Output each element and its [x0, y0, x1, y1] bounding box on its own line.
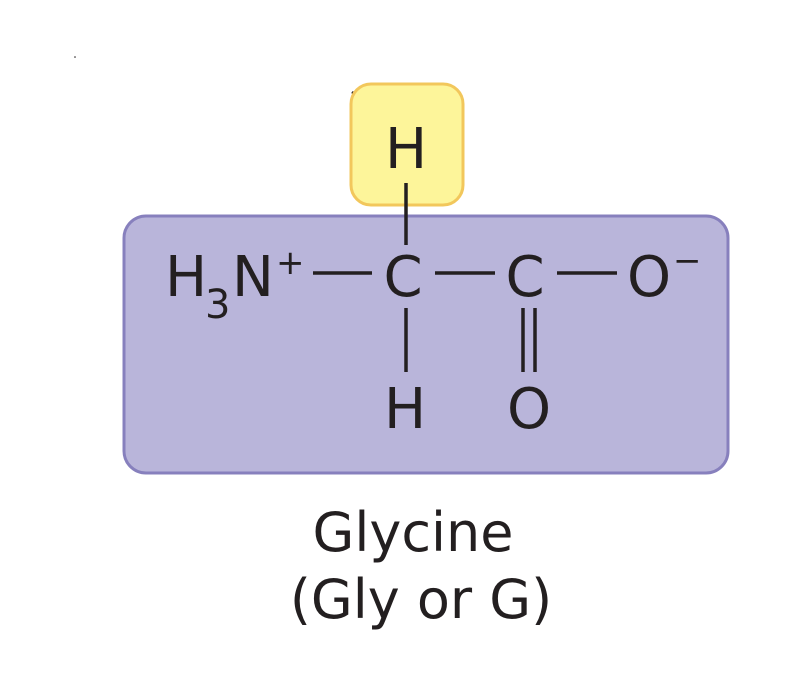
carboxylate-oxygen: O	[627, 245, 671, 310]
side-chain-hydrogen: H	[385, 117, 427, 182]
alpha-carbon: C	[383, 245, 422, 310]
amino-positive-charge: +	[276, 243, 305, 283]
stray-dot-mark	[74, 56, 76, 58]
amino-acid-abbreviation: (Gly or G)	[290, 568, 552, 631]
alpha-hydrogen: H	[384, 377, 426, 442]
carbonyl-oxygen: O	[507, 377, 551, 442]
amino-hydrogen-count: 3	[205, 282, 230, 328]
carboxyl-carbon: C	[505, 245, 544, 310]
amino-acid-name: Glycine	[313, 501, 514, 564]
backbone-box	[122, 214, 730, 475]
amino-nitrogen: N	[232, 245, 274, 310]
carboxylate-negative-charge: −	[673, 241, 702, 281]
amino-hydrogen: H	[165, 245, 207, 310]
